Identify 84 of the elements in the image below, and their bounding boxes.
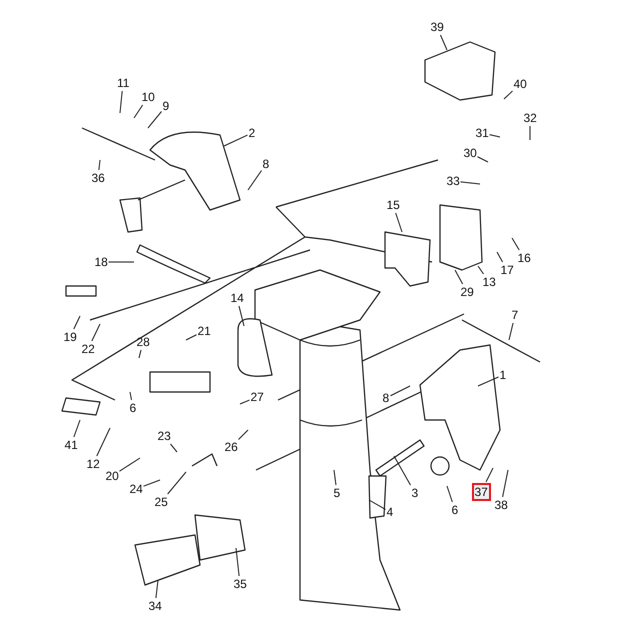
callout-number: 11 xyxy=(117,76,130,90)
callout-number: 9 xyxy=(162,99,170,113)
leader-line xyxy=(73,420,80,438)
callout-number: 4 xyxy=(386,505,394,519)
callout-number: 20 xyxy=(106,469,119,483)
callout-number: 6 xyxy=(452,503,458,517)
leader-line xyxy=(224,134,248,146)
callout-number: 29 xyxy=(460,285,474,299)
callout-number: 13 xyxy=(482,275,496,289)
leader-line xyxy=(98,160,100,170)
leader-line xyxy=(148,111,162,128)
leader-line xyxy=(236,548,240,576)
leader-line xyxy=(478,266,484,274)
callout-number: 34 xyxy=(148,599,162,613)
callout-number: 27 xyxy=(250,390,264,404)
leader-line xyxy=(508,322,514,340)
callout-number: 37 xyxy=(472,483,491,501)
leader-line xyxy=(334,470,336,486)
callout-number: 38 xyxy=(494,498,508,512)
leader-line xyxy=(477,156,488,162)
callout-number: 17 xyxy=(500,263,514,277)
callout-number: 14 xyxy=(230,291,244,305)
leader-line xyxy=(238,430,248,440)
leader-line xyxy=(368,500,386,510)
callout-number: 24 xyxy=(130,482,143,496)
leader-line xyxy=(454,270,464,284)
leader-line xyxy=(130,392,132,400)
leader-line xyxy=(394,456,411,486)
callout-number: 40 xyxy=(514,77,527,91)
callout-number: 26 xyxy=(224,440,238,454)
callout-number: 2 xyxy=(248,126,256,140)
leader-line xyxy=(155,580,158,598)
callout-number: 31 xyxy=(476,126,489,140)
callout-number: 3 xyxy=(412,486,418,500)
leader-line xyxy=(460,181,480,184)
leader-line xyxy=(240,400,250,404)
callout-number: 5 xyxy=(334,486,340,500)
callout-number: 1 xyxy=(500,368,506,382)
leader-line xyxy=(440,34,448,50)
leader-line xyxy=(390,386,410,396)
callout-number: 7 xyxy=(512,308,518,322)
callout-number: 35 xyxy=(234,577,247,591)
callout-number: 15 xyxy=(386,198,400,212)
leader-line xyxy=(119,458,140,472)
callout-number: 33 xyxy=(446,174,460,188)
leader-line xyxy=(120,90,123,114)
leader-line xyxy=(496,252,504,262)
callout-number: 12 xyxy=(86,457,100,471)
leader-line xyxy=(478,376,499,386)
leader-line xyxy=(73,316,80,330)
callout-number: 25 xyxy=(154,495,168,509)
leader-line xyxy=(502,470,508,498)
callout-number: 10 xyxy=(142,90,155,104)
callout-number: 21 xyxy=(198,324,211,338)
callout-number: 28 xyxy=(136,335,150,349)
leader-line xyxy=(395,212,402,232)
callout-number: 41 xyxy=(64,438,78,452)
callout-number: 36 xyxy=(92,171,105,185)
leader-line xyxy=(96,428,110,456)
leader-line xyxy=(138,350,142,358)
callout-number: 6 xyxy=(130,401,136,415)
callout-number: 32 xyxy=(524,111,537,125)
leader-line xyxy=(238,306,244,326)
leader-line xyxy=(512,238,520,250)
callout-number: 8 xyxy=(382,391,390,405)
callout-number: 39 xyxy=(430,20,444,34)
leader-line xyxy=(504,90,513,100)
leader-line xyxy=(446,486,453,502)
callout-number: 30 xyxy=(464,146,477,160)
leader-line xyxy=(170,444,178,452)
leader-line xyxy=(91,324,100,342)
leader-line xyxy=(143,480,160,487)
callout-number: 8 xyxy=(262,157,270,171)
callout-number: 19 xyxy=(64,330,77,344)
leader-line xyxy=(489,134,500,138)
leader-line xyxy=(167,472,186,494)
callout-number: 16 xyxy=(518,251,531,265)
leader-line xyxy=(248,170,262,190)
callout-number: 23 xyxy=(158,429,171,443)
leader-line xyxy=(486,468,494,482)
leader-line xyxy=(134,104,144,118)
leader-line xyxy=(186,334,197,340)
callout-number: 18 xyxy=(94,255,108,269)
callout-number: 22 xyxy=(82,342,95,356)
